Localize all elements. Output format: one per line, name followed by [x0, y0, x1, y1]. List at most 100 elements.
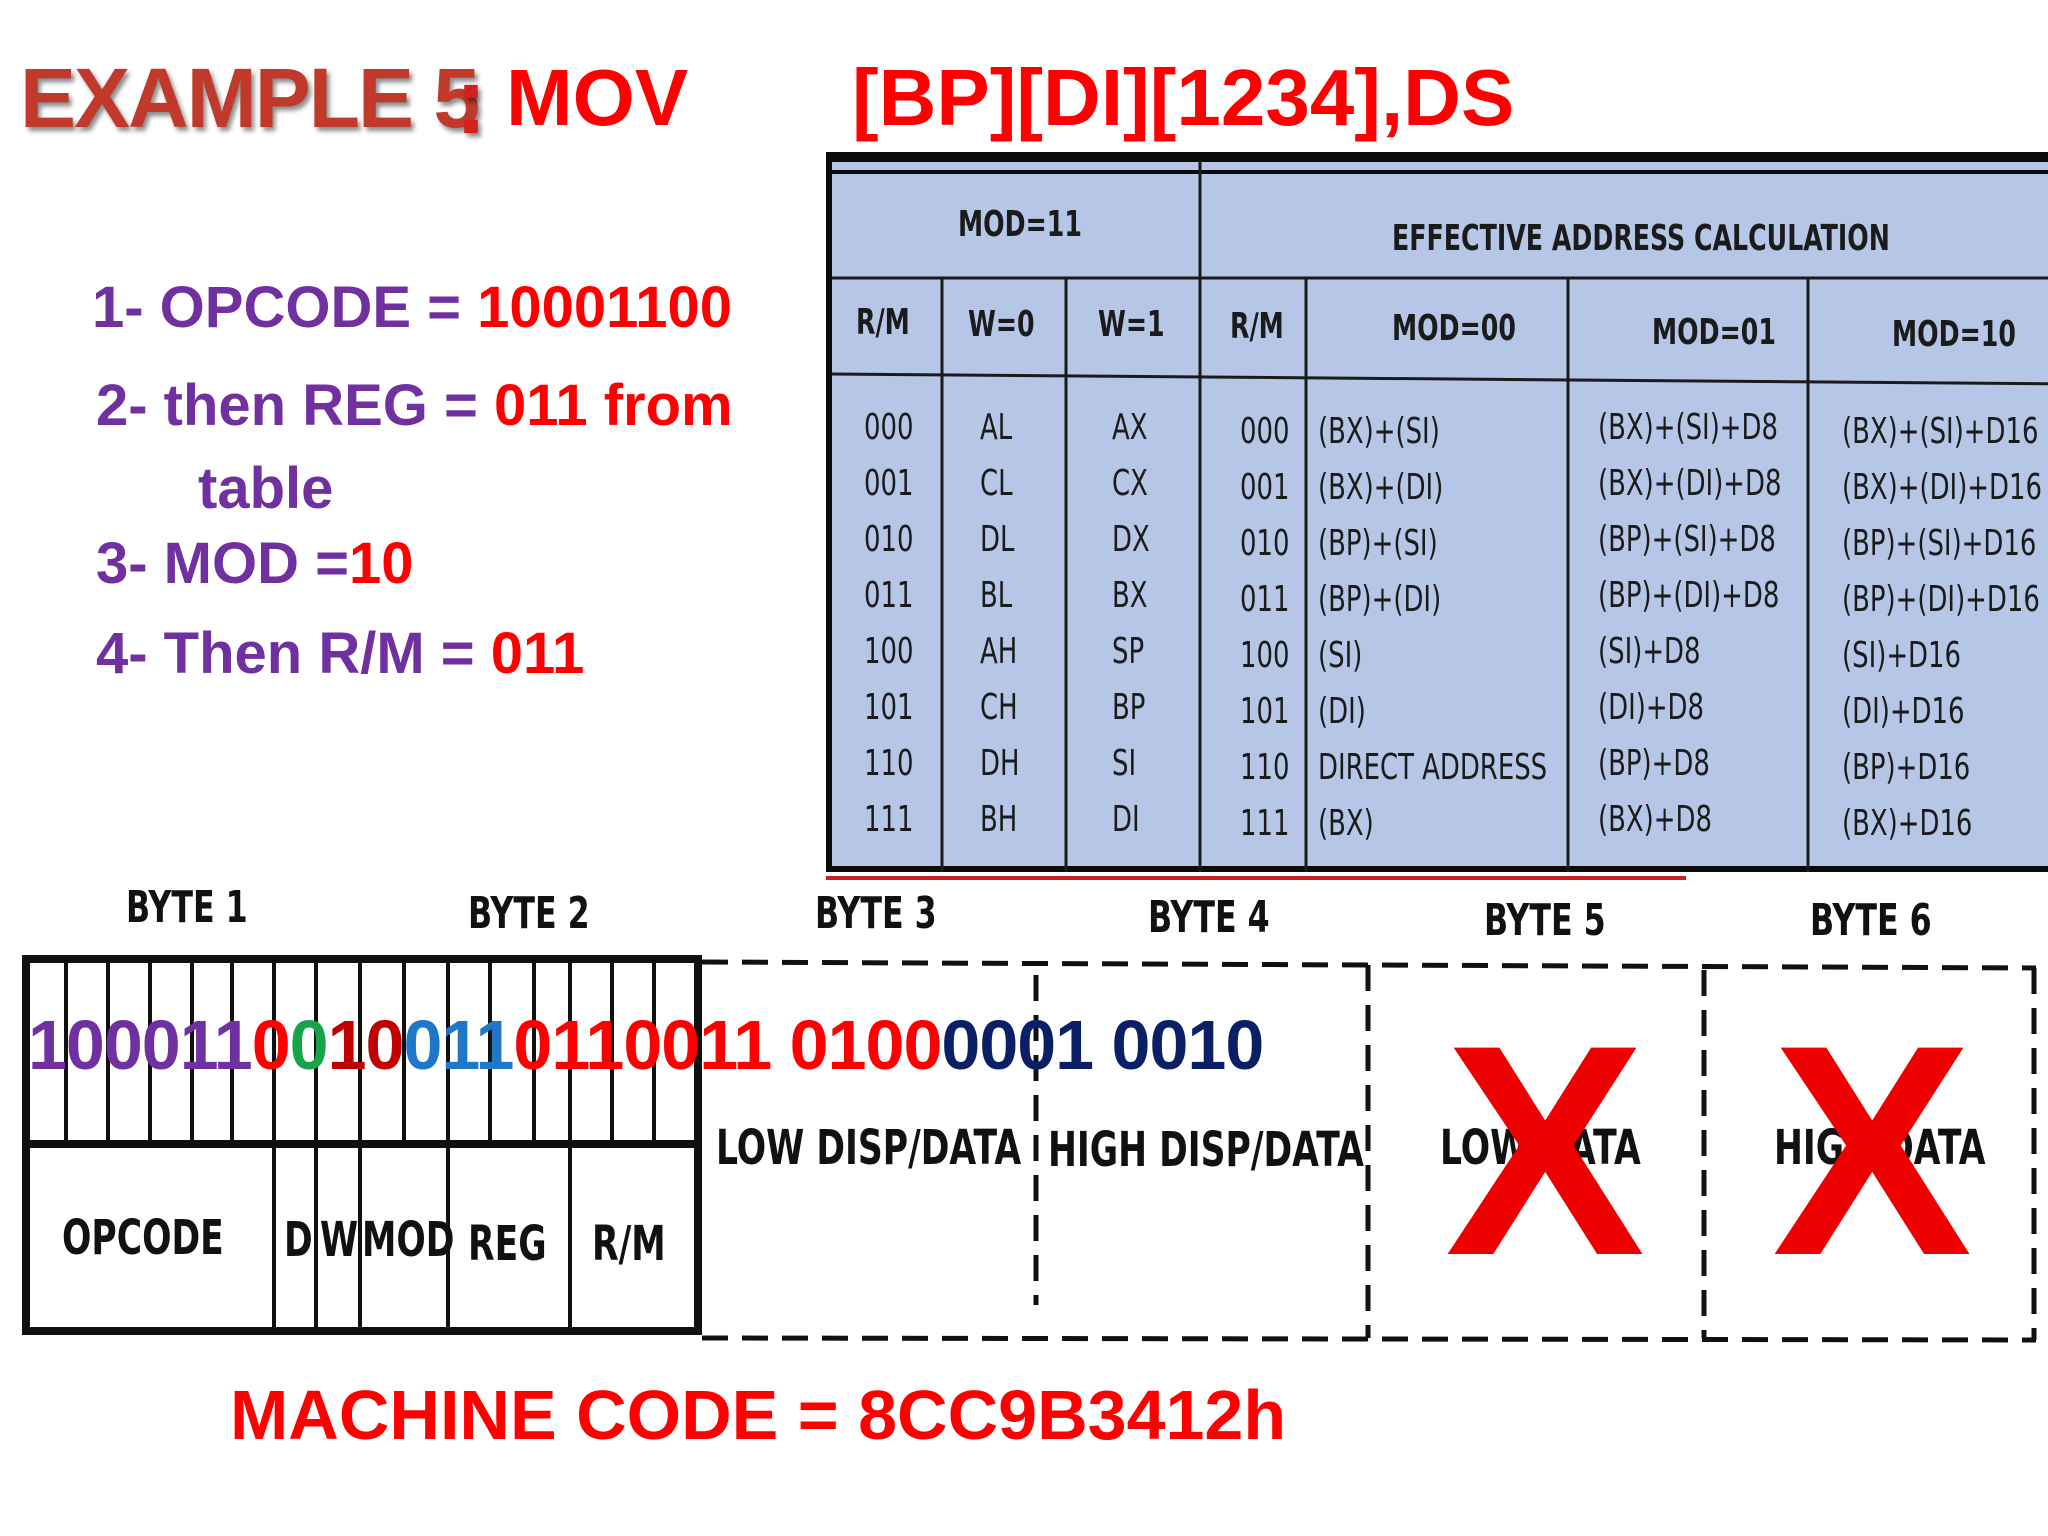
- register-byte: CH: [980, 687, 1018, 728]
- title-colon: :: [455, 47, 487, 154]
- d-bit: 0: [251, 1006, 291, 1084]
- w1-column: AX CX DX BX SP BP SI DI: [1112, 400, 1164, 848]
- low-disp-bits: 0011 0100: [623, 1006, 942, 1084]
- w0-column: AL CL DL BL AH CH DH BH: [980, 400, 1035, 848]
- rm-code: 000: [864, 407, 914, 448]
- register-word: AX: [1112, 407, 1148, 448]
- field-high-disp: HIGH DISP/DATA: [1048, 1122, 1364, 1178]
- col-header-mod00: MOD=00: [1392, 308, 1516, 349]
- col-header-mod10: MOD=10: [1892, 314, 2016, 355]
- machine-code-result: MACHINE CODE = 8CC9B3412h: [230, 1376, 1287, 1454]
- mod10-address: (BX)+D16: [1842, 803, 1973, 844]
- mod01-column: (BX)+(SI)+D8 (BX)+(DI)+D8 (BP)+(SI)+D8 (…: [1598, 400, 1853, 848]
- rm-code: 100: [864, 631, 914, 672]
- register-word: SI: [1112, 743, 1137, 784]
- instruction-mnemonic: MOV: [506, 53, 689, 142]
- byte-3-label: BYTE 3: [815, 888, 937, 939]
- mod00-column: (BX)+(SI) (BX)+(DI) (BP)+(SI) (BP)+(DI) …: [1318, 404, 1636, 852]
- step-3-label: 3- MOD =: [96, 531, 349, 596]
- register-word: CX: [1112, 463, 1148, 504]
- mod01-address: (BX)+(SI)+D8: [1598, 407, 1778, 448]
- register-word: BX: [1112, 575, 1148, 616]
- header-mod-11: MOD=11: [958, 204, 1082, 245]
- register-byte: CL: [980, 463, 1013, 504]
- field-w: W: [320, 1212, 359, 1268]
- mod10-address: (BP)+D16: [1842, 747, 1971, 788]
- opcode-bits: 100011: [28, 1006, 253, 1084]
- field-mod: MOD: [362, 1212, 455, 1268]
- field-opcode: OPCODE: [62, 1210, 224, 1266]
- mod01-address: (DI)+D8: [1598, 687, 1704, 728]
- step-4: 4- Then R/M = 011: [96, 620, 584, 687]
- mod00-address: (BP)+(SI): [1318, 523, 1438, 564]
- reg-bits: 011: [403, 1006, 514, 1084]
- col-header-rm: R/M: [856, 302, 910, 343]
- mod00-address: DIRECT ADDRESS: [1318, 747, 1548, 788]
- mod-bits: 10: [327, 1006, 405, 1084]
- mod10-address: (BX)+(SI)+D16: [1842, 411, 2039, 452]
- header-effective-address: EFFECTIVE ADDRESS CALCULATION: [1392, 218, 1890, 259]
- rm-code: 101: [1240, 691, 1290, 732]
- rm-code: 001: [864, 463, 914, 504]
- register-byte: BH: [980, 799, 1018, 840]
- register-word: DX: [1112, 519, 1150, 560]
- register-word: BP: [1112, 687, 1146, 728]
- step-3: 3- MOD =10: [96, 530, 414, 597]
- step-2-value: 011 from: [494, 373, 733, 438]
- table-underline: [826, 876, 1686, 880]
- rm-code: 101: [864, 687, 914, 728]
- rm-code: 000: [1240, 411, 1290, 452]
- encoded-bits: 10001100100110110011 01000001 0010: [28, 1005, 1264, 1085]
- rm-code: 111: [1240, 803, 1290, 844]
- mod00-address: (BX)+(DI): [1318, 467, 1444, 508]
- mod01-address: (BX)+D8: [1598, 799, 1712, 840]
- mod01-address: (BP)+D8: [1598, 743, 1710, 784]
- field-reg: REG: [468, 1216, 547, 1272]
- step-1-value: 10001100: [477, 275, 733, 340]
- instruction-operands: [BP][DI][1234],DS: [852, 53, 1515, 142]
- mod10-address: (BX)+(DI)+D16: [1842, 467, 2042, 508]
- mod10-address: (DI)+D16: [1842, 691, 1965, 732]
- mod10-address: (BP)+(DI)+D16: [1842, 579, 2040, 620]
- register-byte: BL: [980, 575, 1013, 616]
- col-header-rm-2: R/M: [1230, 306, 1284, 347]
- register-byte: AH: [980, 631, 1018, 672]
- step-2-continuation: table: [198, 456, 334, 521]
- rm-code: 111: [864, 799, 914, 840]
- rm-code: 100: [1240, 635, 1290, 676]
- register-byte: DH: [980, 743, 1020, 784]
- byte-2-label: BYTE 2: [468, 888, 590, 939]
- mod01-address: (BP)+(SI)+D8: [1598, 519, 1776, 560]
- step-2: 2- then REG = 011 from: [96, 372, 733, 439]
- step-1: 1- OPCODE = 10001100: [92, 274, 732, 341]
- step-4-label: 4- Then R/M =: [96, 621, 491, 686]
- rm-code: 001: [1240, 467, 1290, 508]
- register-word: DI: [1112, 799, 1140, 840]
- high-disp-bits: 0001 0010: [941, 1006, 1264, 1084]
- step-3-value: 10: [349, 531, 414, 596]
- table-grid-lines: [832, 162, 2048, 872]
- mod01-address: (BP)+(DI)+D8: [1598, 575, 1780, 616]
- register-byte: AL: [980, 407, 1013, 448]
- x-mark-byte-5: X: [1445, 982, 1646, 1318]
- step-1-label: 1- OPCODE =: [92, 275, 478, 340]
- mod00-address: (BX): [1318, 803, 1374, 844]
- register-word: SP: [1112, 631, 1145, 672]
- rm-code: 110: [1240, 747, 1290, 788]
- field-low-data: LOW DATA: [1440, 1120, 1641, 1176]
- rm-bits: 011: [513, 1006, 624, 1084]
- mod00-address: (SI): [1318, 635, 1363, 676]
- rm-code: 110: [864, 743, 914, 784]
- field-low-disp: LOW DISP/DATA: [716, 1120, 1022, 1176]
- register-byte: DL: [980, 519, 1015, 560]
- mod10-address: (BP)+(SI)+D16: [1842, 523, 2037, 564]
- byte-4-label: BYTE 4: [1148, 892, 1270, 943]
- byte-6-label: BYTE 6: [1810, 895, 1932, 946]
- mod01-address: (SI)+D8: [1598, 631, 1701, 672]
- rm-codes-column-2: 000 001 010 011 100 101 110 111: [1240, 404, 1309, 852]
- example-title: EXAMPLE 5: [20, 51, 480, 145]
- step-4-value: 011: [490, 621, 585, 686]
- field-high-data: HIGH DATA: [1774, 1120, 1986, 1176]
- rm-code: 010: [864, 519, 914, 560]
